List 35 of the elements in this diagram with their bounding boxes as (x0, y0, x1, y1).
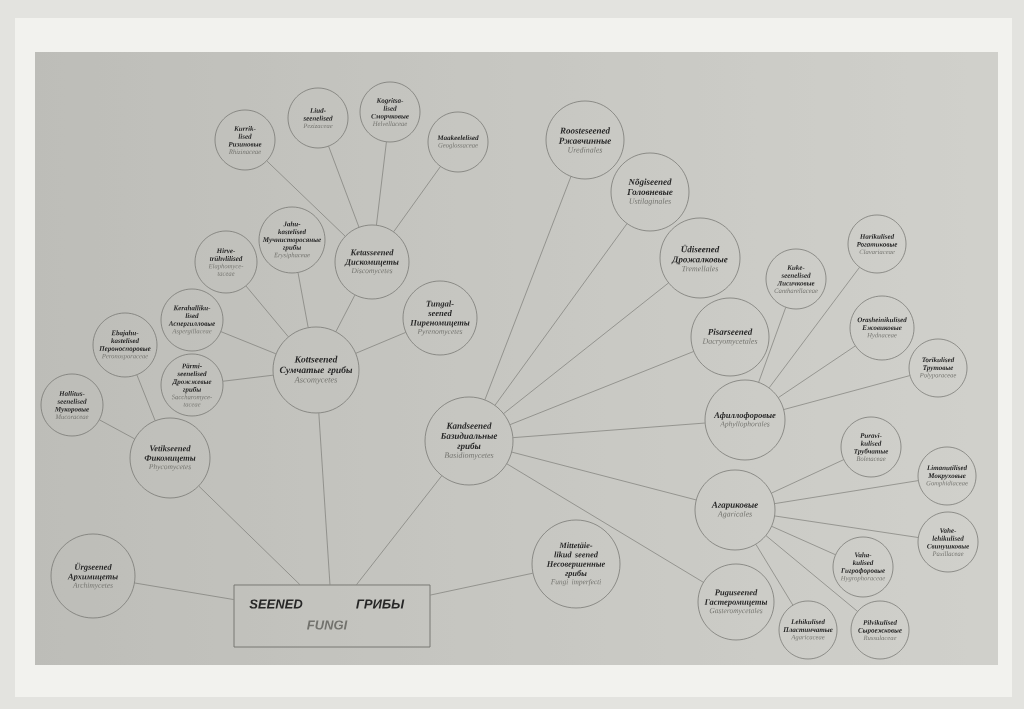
title-box: SEENED FUNGI ГРИБЫ (233, 584, 431, 648)
connector-line (494, 223, 628, 406)
connector-line (220, 331, 277, 355)
connector-line (768, 267, 860, 388)
connector-line (376, 141, 387, 226)
connector-line (335, 294, 356, 332)
connector-line (774, 480, 919, 504)
connector-line (771, 526, 836, 555)
connector-line (774, 515, 919, 538)
connector-line (134, 582, 234, 600)
connector-line (430, 572, 533, 596)
connector-line (222, 374, 274, 382)
connector-line (297, 272, 309, 328)
connector-line (512, 422, 706, 438)
connector-line (245, 285, 289, 337)
connector-line (328, 146, 360, 228)
connector-line (484, 176, 572, 400)
connector-line (758, 307, 786, 383)
connector-line (755, 544, 794, 606)
connector-line (198, 485, 301, 585)
connector-line (318, 412, 331, 585)
connector-line (266, 160, 346, 237)
connector-line (355, 332, 406, 354)
connector-line (503, 282, 669, 414)
connector-line (778, 345, 856, 398)
connector-line (771, 459, 844, 494)
connector-line (765, 535, 858, 612)
connector-line (511, 451, 697, 501)
connector-line (99, 419, 135, 440)
connector-line (506, 463, 704, 583)
connector-line (136, 374, 156, 421)
connector-line (356, 475, 442, 585)
connector-line (393, 166, 441, 232)
connector-line (783, 375, 910, 410)
connector-line (509, 351, 694, 425)
